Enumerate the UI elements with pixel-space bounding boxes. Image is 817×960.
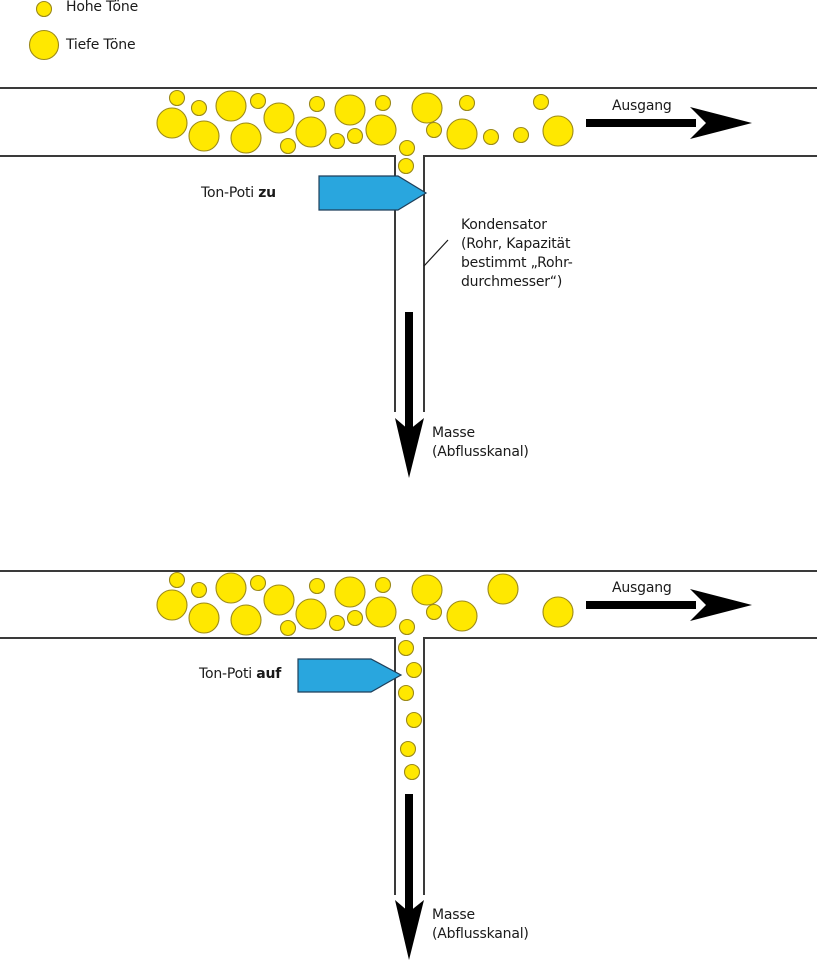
high-tone-bubble-stem bbox=[397, 639, 415, 657]
panel-pot-open bbox=[0, 570, 817, 960]
low-tone-bubble bbox=[215, 572, 247, 604]
high-tone-bubble-stem bbox=[398, 139, 416, 157]
legend-large-bubble-icon bbox=[28, 29, 60, 61]
low-tone-bubble bbox=[188, 120, 220, 152]
low-tone-bubble bbox=[365, 114, 397, 146]
high-tone-bubble bbox=[249, 92, 267, 110]
pot-label-prefix: Ton-Poti bbox=[199, 666, 257, 682]
capacitor-label-line-2: (Rohr, Kapazität bbox=[461, 236, 571, 252]
high-tone-bubble bbox=[482, 128, 500, 146]
high-tone-bubble bbox=[279, 137, 297, 155]
ground-label-line-2: (Abflusskanal) bbox=[432, 444, 529, 460]
legend-label-low-tones: Tiefe Töne bbox=[66, 37, 136, 53]
low-tone-bubble bbox=[446, 118, 478, 150]
bubbles-group bbox=[156, 571, 574, 781]
low-tone-bubble bbox=[215, 90, 247, 122]
capacitor-pointer-line bbox=[423, 239, 449, 267]
high-tone-bubble bbox=[190, 581, 208, 599]
low-tone-bubble bbox=[334, 576, 366, 608]
low-tone-bubble bbox=[487, 573, 519, 605]
low-tone-bubble bbox=[263, 102, 295, 134]
low-tone-bubble bbox=[188, 602, 220, 634]
capacitor-label-line-4: durchmesser“) bbox=[461, 274, 563, 290]
high-tone-bubble-stem bbox=[405, 711, 423, 729]
low-tone-bubble bbox=[156, 589, 188, 621]
high-tone-bubble-stem bbox=[399, 740, 417, 758]
high-tone-bubble bbox=[425, 121, 443, 139]
high-tone-bubble-stem bbox=[405, 661, 423, 679]
high-tone-bubble bbox=[346, 127, 364, 145]
high-tone-bubble bbox=[190, 99, 208, 117]
low-tone-bubble bbox=[263, 584, 295, 616]
legend-label-high-tones: Hohe Töne bbox=[66, 0, 139, 15]
bubbles-group bbox=[156, 89, 574, 175]
high-tone-bubble-stem bbox=[397, 684, 415, 702]
low-tone-bubble bbox=[446, 600, 478, 632]
ground-label-line-1: Masse bbox=[432, 907, 475, 923]
panel-pot-closed bbox=[0, 87, 817, 478]
low-tone-bubble bbox=[334, 94, 366, 126]
pipe-bottom-wall-right bbox=[423, 155, 817, 412]
high-tone-bubble bbox=[328, 614, 346, 632]
high-tone-bubble bbox=[346, 609, 364, 627]
low-tone-bubble bbox=[295, 598, 327, 630]
ground-label-line-1: Masse bbox=[432, 425, 475, 441]
legend-small-bubble-icon bbox=[35, 0, 53, 18]
pot-label-state: zu bbox=[258, 185, 276, 201]
output-arrow-icon bbox=[586, 107, 752, 139]
pot-label-prefix: Ton-Poti bbox=[201, 185, 259, 201]
high-tone-bubble bbox=[328, 132, 346, 150]
high-tone-bubble bbox=[168, 571, 186, 589]
low-tone-bubble bbox=[365, 596, 397, 628]
ground-label-line-2: (Abflusskanal) bbox=[432, 926, 529, 942]
high-tone-bubble bbox=[308, 95, 326, 113]
high-tone-bubble bbox=[458, 94, 476, 112]
ground-arrow-icon bbox=[395, 794, 424, 960]
high-tone-bubble bbox=[374, 94, 392, 112]
low-tone-bubble bbox=[411, 92, 443, 124]
high-tone-bubble bbox=[425, 603, 443, 621]
pot-label-state: auf bbox=[256, 666, 282, 682]
low-tone-bubble bbox=[295, 116, 327, 148]
output-arrow-icon bbox=[586, 589, 752, 621]
low-tone-bubble bbox=[542, 115, 574, 147]
tone-pot-closed-icon bbox=[318, 175, 428, 211]
low-tone-bubble bbox=[230, 604, 262, 636]
high-tone-bubble bbox=[279, 619, 297, 637]
capacitor-label-line-1: Kondensator bbox=[461, 217, 547, 233]
high-tone-bubble-stem bbox=[403, 763, 421, 781]
pipe-bottom-wall-left bbox=[0, 637, 396, 895]
pipe-bottom-wall-right bbox=[423, 637, 817, 895]
high-tone-bubble bbox=[308, 577, 326, 595]
high-tone-bubble-stem bbox=[397, 157, 415, 175]
high-tone-bubble bbox=[168, 89, 186, 107]
capacitor-label-line-3: bestimmt „Rohr- bbox=[461, 255, 573, 271]
high-tone-bubble bbox=[249, 574, 267, 592]
high-tone-bubble-stem bbox=[398, 618, 416, 636]
pot-label: Ton-Poti zu bbox=[201, 184, 276, 203]
pot-label: Ton-Poti auf bbox=[199, 665, 281, 684]
pipe-bottom-wall-left bbox=[0, 155, 396, 412]
low-tone-bubble bbox=[230, 122, 262, 154]
output-label: Ausgang bbox=[612, 98, 672, 114]
output-label: Ausgang bbox=[612, 580, 672, 596]
low-tone-bubble bbox=[542, 596, 574, 628]
high-tone-bubble bbox=[512, 126, 530, 144]
ground-arrow-icon bbox=[395, 312, 424, 478]
low-tone-bubble bbox=[411, 574, 443, 606]
high-tone-bubble bbox=[374, 576, 392, 594]
high-tone-bubble bbox=[532, 93, 550, 111]
tone-pot-open-icon bbox=[297, 658, 403, 693]
low-tone-bubble bbox=[156, 107, 188, 139]
